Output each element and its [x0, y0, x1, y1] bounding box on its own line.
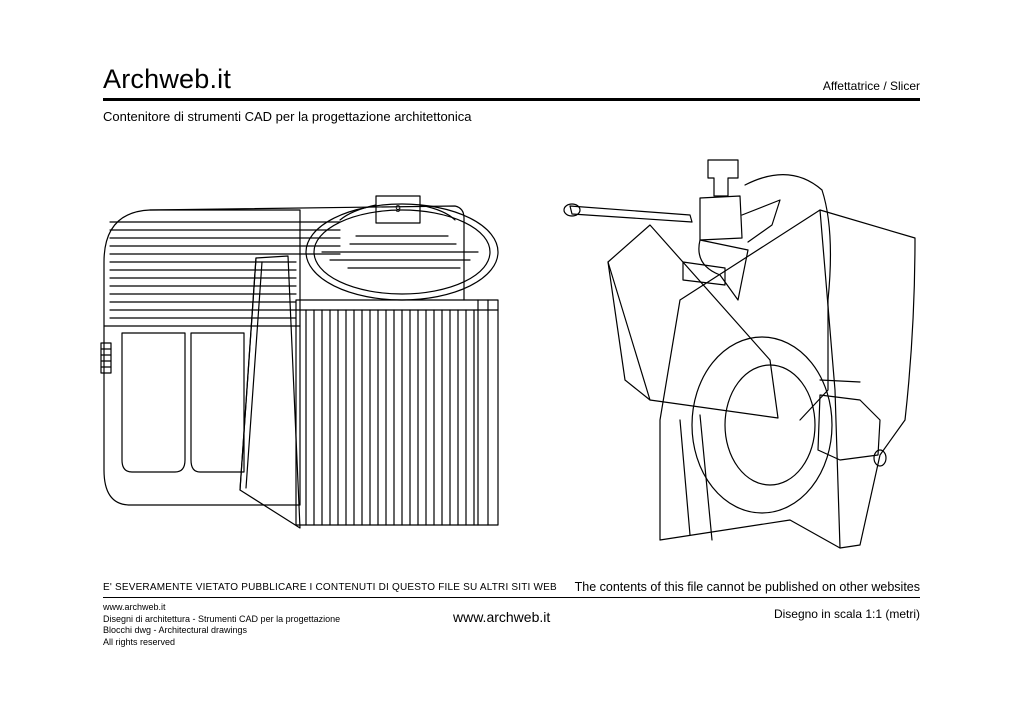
footer-line: Blocchi dwg - Architectural drawings [103, 625, 248, 636]
side-vents [100, 342, 112, 374]
brand-logo-text: Archweb.it [103, 64, 232, 94]
footer-line: All rights reserved [103, 636, 176, 647]
slicer-base-body [103, 209, 301, 506]
motor-block [817, 394, 881, 461]
notice-italian: E' SEVERAMENTE VIETATO PUBBLICARE I CONT… [103, 582, 557, 593]
footer-divider [103, 597, 920, 598]
perspective-blade [691, 336, 833, 514]
perspective-body [659, 209, 916, 549]
pusher-arm [569, 205, 693, 223]
slicer-housing-top [149, 205, 465, 301]
drawing-subtitle: Contenitore di strumenti CAD per la prog… [103, 109, 472, 124]
carriage-frame [295, 299, 499, 526]
slicer-side-view: 9 [100, 195, 499, 529]
footer-line: www.archweb.it [103, 602, 166, 612]
knob-label: 9 [395, 204, 401, 215]
drawing-title: Affettatrice / Slicer [822, 79, 920, 93]
footer-url: www.archweb.it [453, 609, 551, 625]
housing-stripes [109, 221, 341, 319]
header-divider [103, 98, 920, 101]
footer-credits: www.archweb.it Disegni di architettura -… [103, 602, 403, 648]
top-knob [375, 195, 421, 224]
perspective-plate [607, 224, 779, 419]
notice-english: The contents of this file cannot be publ… [574, 580, 920, 594]
slicer-perspective-view [563, 159, 916, 549]
base-compartment-right [190, 332, 245, 473]
base-compartment-left [121, 332, 186, 473]
blade-housing [744, 174, 832, 421]
footer-line: Disegni di architettura - Strumenti CAD … [103, 613, 341, 624]
food-plate [239, 255, 301, 529]
pusher-knob [707, 159, 739, 197]
scale-note: Disegno in scala 1:1 (metri) [773, 607, 920, 621]
